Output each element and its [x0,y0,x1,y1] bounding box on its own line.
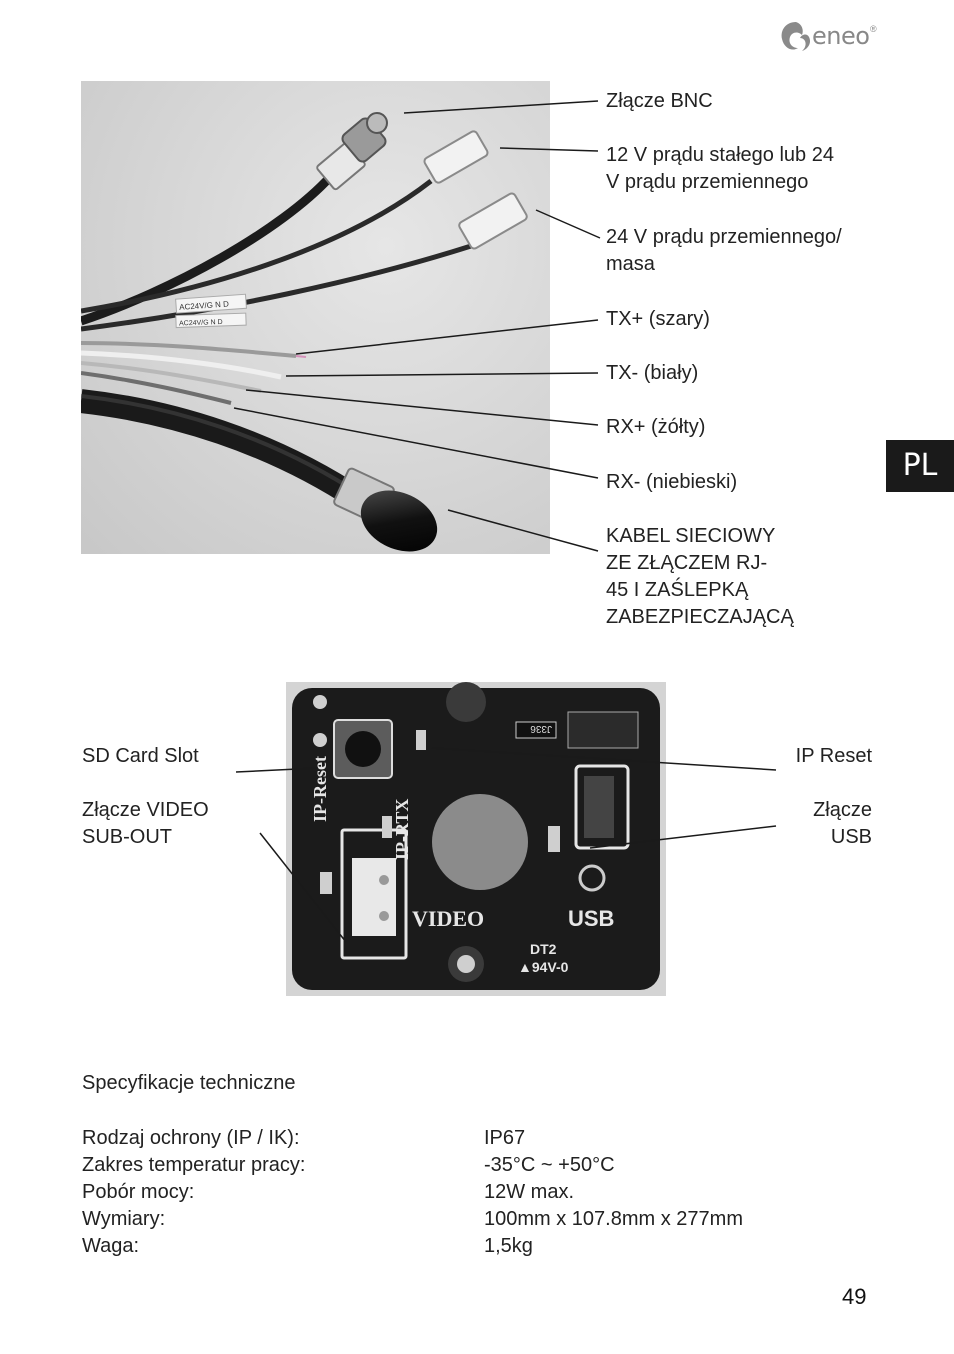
label-network-line2: ZE ZŁĄCZEM RJ- [606,552,768,574]
spec-value-temperature: -35°C ~ +50°C [484,1154,615,1176]
label-power-12v-line1: 12 V prądu stałego lub 24 [606,144,834,166]
logo-registered: ® [870,24,877,34]
spec-value-dimensions: 100mm x 107.8mm x 277mm [484,1208,743,1230]
label-bnc: Złącze BNC [606,90,713,112]
power-clip-1 [423,130,489,184]
label-tx-plus: TX+ (szary) [606,308,710,330]
spec-value-protection: IP67 [484,1127,526,1149]
spec-key-power: Pobór mocy: [82,1181,195,1203]
eneo-swirl-icon [781,22,811,51]
cable-illustration: AC24V/G N D AC24V/G N D [81,81,550,554]
label-video-line2: SUB-OUT [82,826,172,848]
cable-photo: AC24V/G N D AC24V/G N D [81,81,550,554]
page-number: 49 [842,1284,867,1309]
silk-94v0: ▲94V-0 [518,959,569,975]
language-tab: PL [886,440,954,492]
spec-key-protection: Rodzaj ochrony (IP / IK): [82,1127,300,1149]
wire-print-2: AC24V/G N D [179,319,223,328]
spec-key-dimensions: Wymiary: [82,1208,166,1230]
label-power-24v-line1: 24 V prądu przemiennego/ [606,226,842,248]
spec-value-weight: 1,5kg [484,1235,533,1257]
bnc-connector [316,112,388,191]
label-network-line1: KABEL SIECIOWY [606,525,776,547]
eneo-logo: eneo ® [776,18,886,58]
label-ip-reset: IP Reset [795,745,872,767]
spec-value-power: 12W max. [484,1181,575,1203]
wire-print-1: AC24V/G N D [179,299,230,311]
label-network-line3: 45 I ZAŚLEPKĄ [606,579,749,601]
label-network-line4: ZABEZPIECZAJĄCĄ [606,606,794,628]
label-video-line1: Złącze VIDEO [82,799,209,821]
logo-text: eneo [812,22,870,50]
pcb-photo: IP-Reset IP-RTX VIDEO USB J336 DT2 ▲94V-… [286,682,666,996]
silk-usb: USB [568,906,614,931]
silk-ip-rtx: IP-RTX [392,799,412,860]
label-power-12v-line2: V prądu przemiennego [606,171,809,193]
label-usb-line2: USB [830,826,872,848]
spec-key-weight: Waga: [82,1235,140,1257]
silk-dt2: DT2 [530,941,557,957]
silk-video: VIDEO [412,906,484,931]
silk-j336: J336 [530,723,552,734]
pcb-illustration: IP-Reset IP-RTX VIDEO USB J336 DT2 ▲94V-… [286,682,666,996]
silk-ip-reset: IP-Reset [310,756,330,822]
spec-key-temperature: Zakres temperatur pracy: [82,1154,306,1176]
power-clip-2 [458,192,528,250]
label-usb-line1: Złącze [813,799,872,821]
label-tx-minus: TX- (biały) [606,362,699,384]
label-rx-plus: RX+ (żółty) [606,416,706,438]
specs-title: Specyfikacje techniczne [82,1072,296,1094]
rj45-connector [333,467,438,552]
label-power-24v-line2: masa [606,253,655,275]
label-rx-minus: RX- (niebieski) [606,471,738,493]
label-sd-card-slot: SD Card Slot [82,745,199,767]
